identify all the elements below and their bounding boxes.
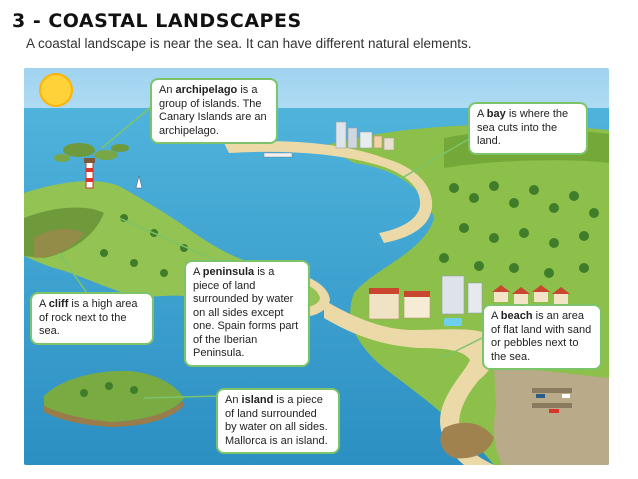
island-callout: An island is a piece of land surrounded … [216, 388, 340, 454]
bay-beach [224, 141, 433, 243]
cliff-term: cliff [48, 298, 69, 310]
island-post: is a piece of land surrounded by water o… [225, 394, 328, 447]
bay-pointer [401, 135, 475, 179]
peninsula-callout: A peninsula is a piece of land surrounde… [184, 260, 310, 367]
island [44, 370, 184, 423]
beach-pointer [441, 337, 483, 359]
cliff-pre: A [39, 298, 49, 310]
archipelago-post: is a group of islands. The Canary Island… [159, 84, 267, 137]
archipelago-pre: An [159, 84, 176, 96]
island-term: island [241, 394, 274, 406]
archipelago-island [63, 143, 95, 157]
peninsula-pointer [118, 217, 230, 267]
bay-pre: A [477, 108, 487, 120]
bay-term: bay [486, 108, 506, 120]
lighthouse [85, 161, 94, 189]
bay-post: is where the sea cuts into the land. [477, 108, 569, 147]
peninsula-post: is a piece of land surrounded by water o… [193, 266, 299, 359]
archipelago-term: archipelago [175, 84, 238, 96]
sailboat [135, 175, 143, 189]
coastal-landscape-illustration: An archipelago is a group of islands. Th… [24, 68, 609, 465]
hotels [368, 275, 483, 320]
city-buildings [335, 121, 395, 151]
cliff-post: is a high area of rock next to the sea. [39, 298, 138, 337]
port [494, 368, 609, 465]
island-pre: An [225, 394, 242, 406]
beach-pre: A [491, 310, 501, 322]
bay-callout: A bay is where the sea cuts into the lan… [468, 102, 588, 155]
page-title: 3 - COASTAL LANDSCAPES [12, 10, 302, 32]
cliff-callout: A cliff is a high area of rock next to t… [30, 292, 154, 345]
sun [39, 73, 73, 107]
peninsula-pre: A [193, 266, 203, 278]
peninsula-term: peninsula [202, 266, 255, 278]
island-pointer [143, 395, 220, 399]
page-subtitle: A coastal landscape is near the sea. It … [26, 36, 472, 51]
houses [492, 285, 570, 304]
beach [324, 300, 499, 465]
beach-callout: A beach is an area of flat land with san… [482, 304, 602, 370]
cliff-pointer [58, 252, 90, 297]
trees [80, 181, 599, 397]
archipelago-pointer [101, 105, 153, 149]
beach-post: is an area of flat land with sand or peb… [491, 310, 592, 363]
archipelago-callout: An archipelago is a group of islands. Th… [150, 78, 278, 144]
beach-term: beach [500, 310, 533, 322]
